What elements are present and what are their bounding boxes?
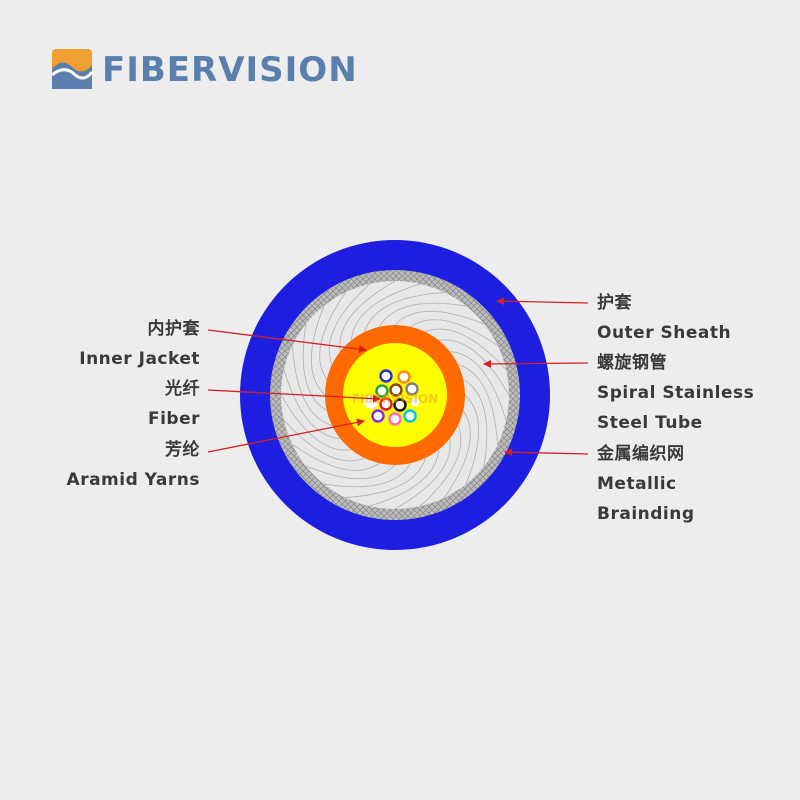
- center-watermark: FIBERVISION: [352, 392, 438, 406]
- spiral-line: [464, 394, 480, 485]
- spiral-line: [302, 323, 328, 411]
- optical-fiber: [389, 383, 403, 397]
- spiral-line: [394, 438, 451, 510]
- label-braiding-zh: 金属编织网: [597, 444, 685, 464]
- arrow-inner-jacket: [207, 329, 367, 354]
- optical-fiber: [405, 382, 419, 396]
- label-inner-jacket-zh: 内护套: [147, 319, 200, 339]
- arrow-fiber: [207, 389, 381, 403]
- spiral-line: [438, 339, 510, 396]
- spiral-line: [379, 302, 467, 328]
- optical-fiber: [375, 384, 389, 398]
- fiber-bundle: [364, 369, 422, 426]
- optical-fiber: [408, 395, 422, 409]
- optical-fiber: [379, 369, 393, 383]
- spiral-line: [449, 350, 507, 421]
- optical-fiber: [388, 412, 402, 426]
- spiral-line: [283, 369, 341, 440]
- label-braiding-en-1: Metallic: [597, 474, 677, 494]
- spiral-line: [443, 410, 471, 499]
- spiral-line: [323, 462, 411, 488]
- spiral-steel-tube-lines: [280, 280, 510, 510]
- label-spiral-tube-zh: 螺旋钢管: [597, 353, 667, 373]
- spiral-line: [305, 464, 396, 480]
- optical-fiber: [371, 409, 385, 423]
- arrow-outer-sheath: [496, 297, 589, 306]
- label-aramid-en: Aramid Yarns: [66, 470, 200, 490]
- label-aramid-zh: 芳纶: [165, 440, 200, 460]
- fibervision-logo-icon: [51, 49, 94, 89]
- optical-fiber: [397, 370, 411, 384]
- arrow-aramid: [207, 418, 365, 453]
- label-outer-sheath-zh: 护套: [597, 293, 632, 313]
- label-fiber-en: Fiber: [147, 409, 200, 429]
- brand-name: FIBERVISION: [102, 50, 358, 90]
- label-outer-sheath-en: Outer Sheath: [597, 323, 732, 343]
- spiral-line: [364, 291, 445, 333]
- label-spiral-tube-en-1: Spiral Stainless: [597, 383, 755, 403]
- spiral-line: [394, 310, 485, 326]
- arrow-braiding: [504, 448, 589, 457]
- spiral-line: [345, 457, 426, 499]
- optical-fiber: [393, 398, 407, 412]
- label-fiber-zh: 光纤: [165, 379, 200, 399]
- spiral-line: [457, 364, 499, 445]
- spiral-line: [410, 319, 499, 347]
- label-inner-jacket-en: Inner Jacket: [79, 349, 200, 369]
- spiral-line: [328, 283, 371, 365]
- spiral-line: [369, 449, 440, 507]
- label-braiding-en-2: Brainding: [597, 504, 695, 524]
- spiral-line: [425, 328, 507, 371]
- spiral-line: [462, 379, 488, 467]
- label-spiral-tube-en-2: Steel Tube: [597, 413, 703, 433]
- spiral-line: [319, 291, 347, 380]
- optical-fiber: [403, 409, 417, 423]
- optical-fiber: [379, 397, 393, 411]
- spiral-line: [350, 283, 421, 341]
- spiral-line: [310, 305, 326, 396]
- arrow-spiral-tube: [483, 359, 589, 368]
- spiral-line: [291, 443, 380, 471]
- spiral-line: [339, 280, 396, 352]
- spiral-line: [419, 425, 462, 507]
- spiral-line: [291, 345, 333, 426]
- spiral-line: [283, 419, 365, 462]
- spiral-line: [280, 394, 352, 451]
